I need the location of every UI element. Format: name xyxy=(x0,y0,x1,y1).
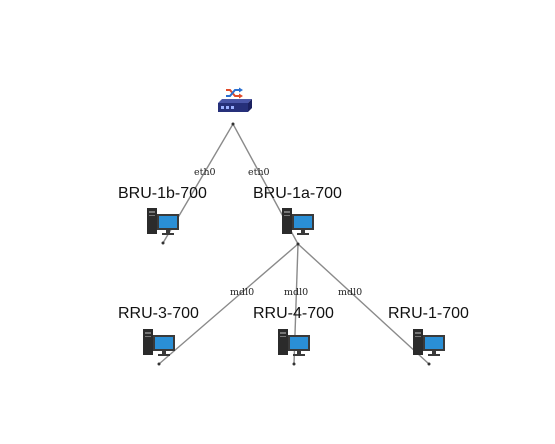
link-interface-label: mdl0 xyxy=(338,287,362,298)
computer-icon[interactable] xyxy=(277,327,313,359)
port-dot xyxy=(427,362,431,366)
computer-icon[interactable] xyxy=(142,327,178,359)
node-label-rru4: RRU-4-700 xyxy=(253,305,334,322)
port-dot xyxy=(296,242,300,246)
link-interface-label: eth0 xyxy=(248,167,270,178)
computer-icon[interactable] xyxy=(412,327,448,359)
port-dot xyxy=(292,362,296,366)
link-interface-label: mdl0 xyxy=(284,287,308,298)
node-label-bru1b: BRU-1b-700 xyxy=(118,185,207,202)
network-switch-icon[interactable] xyxy=(218,87,252,113)
computer-icon[interactable] xyxy=(281,206,317,238)
node-label-bru1a: BRU-1a-700 xyxy=(253,185,342,202)
port-dot xyxy=(157,362,161,366)
link-interface-label: mdl0 xyxy=(230,287,254,298)
node-label-rru1: RRU-1-700 xyxy=(388,305,469,322)
node-label-rru3: RRU-3-700 xyxy=(118,305,199,322)
link-bru1a-rru1 xyxy=(297,243,430,365)
link-interface-label: eth0 xyxy=(194,167,216,178)
port-dot xyxy=(161,241,165,245)
computer-icon[interactable] xyxy=(146,206,182,238)
port-dot xyxy=(231,122,235,126)
link-bru1a-rru3 xyxy=(158,243,299,365)
